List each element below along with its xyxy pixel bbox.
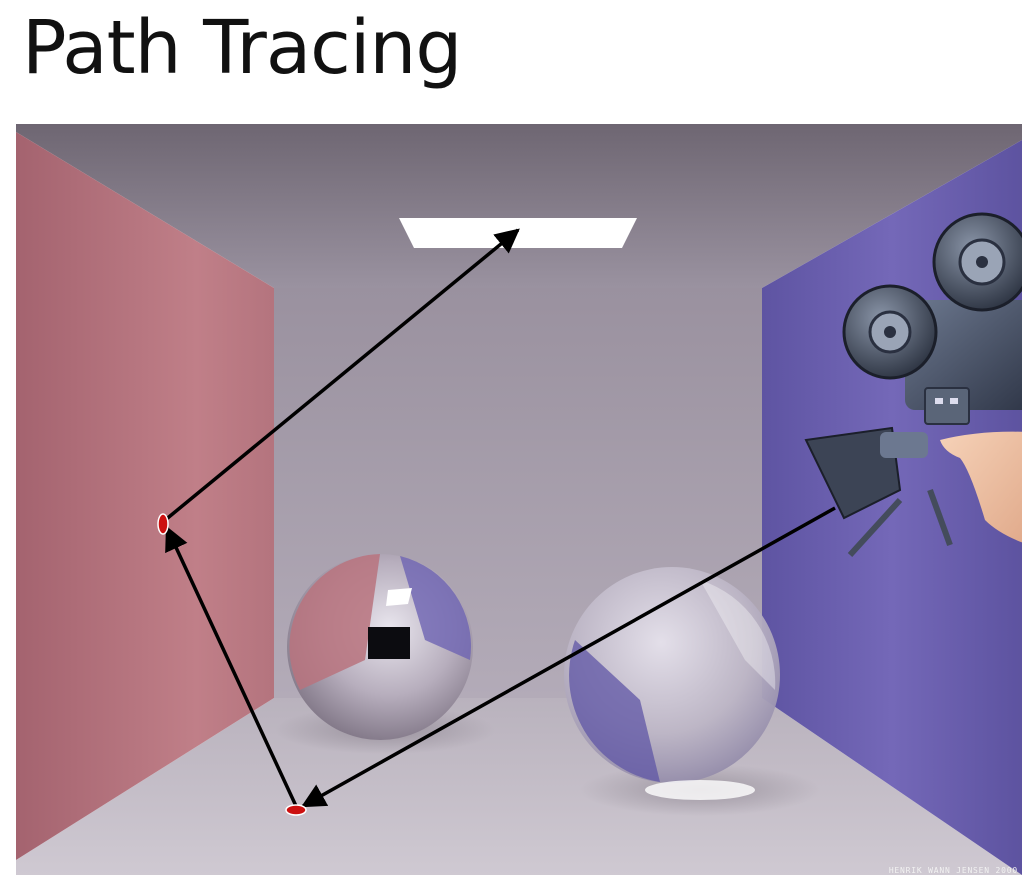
image-credit: HENRIK WANN JENSEN 2000	[889, 866, 1018, 875]
ray-path	[157, 228, 836, 816]
hand-icon	[940, 431, 1022, 543]
area-light	[399, 218, 637, 248]
mirror-sphere	[287, 554, 473, 740]
wall-hit-marker	[157, 513, 169, 535]
cornell-box: HENRIK WANN JENSEN 2000	[16, 124, 1022, 875]
bounce-ray-arrow	[165, 525, 298, 807]
camera-ray-arrow	[300, 506, 836, 808]
light-ray-arrow	[162, 228, 520, 523]
left-wall	[16, 132, 274, 860]
camera-icon	[804, 212, 1022, 558]
slide-title: Path Tracing	[22, 5, 462, 91]
floor-hit-marker	[285, 804, 307, 816]
ceiling	[16, 124, 1022, 288]
glass-sphere	[564, 567, 780, 800]
